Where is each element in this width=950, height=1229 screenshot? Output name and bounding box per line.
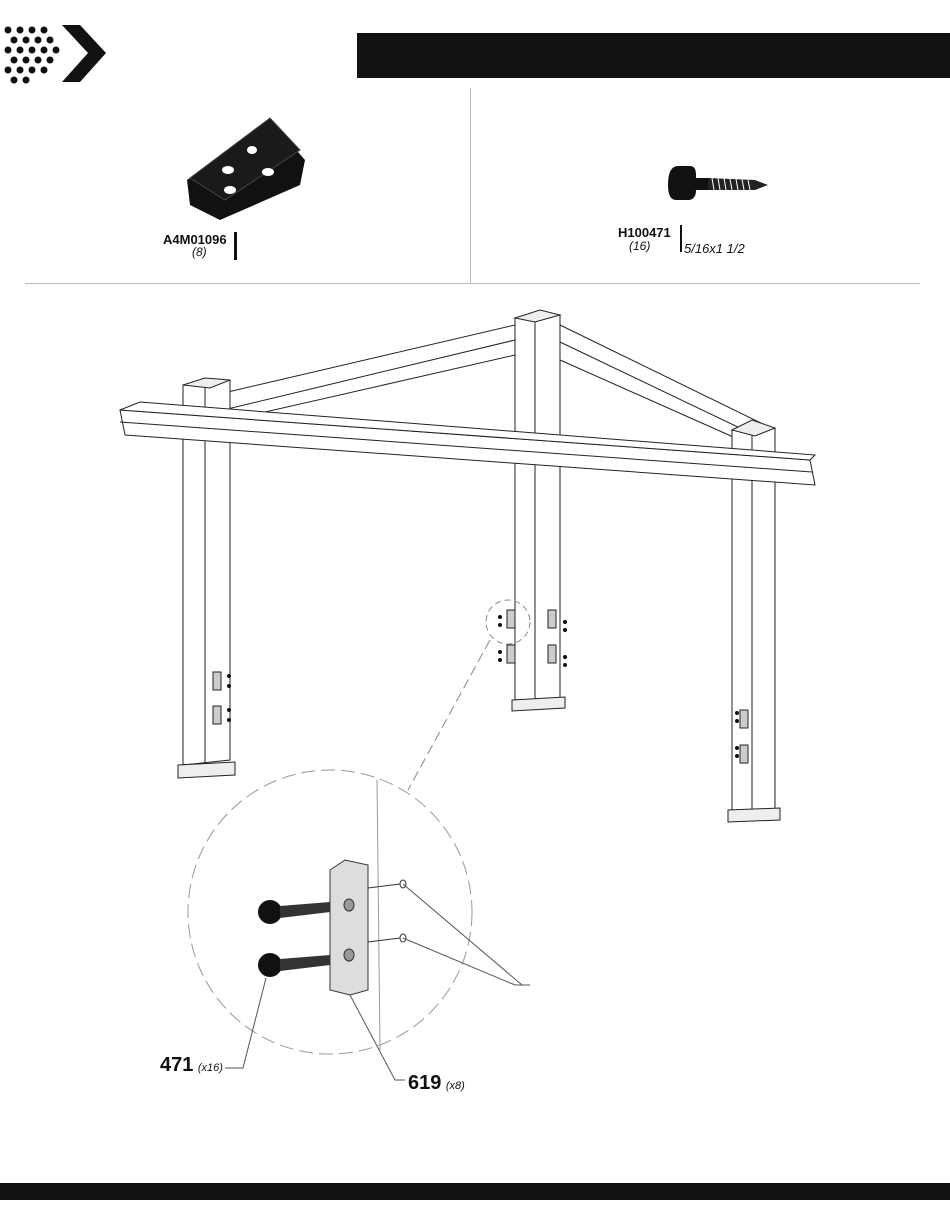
parts-divider (470, 88, 471, 283)
detail-view-circle (187, 769, 473, 1055)
part-quantity: (8) (192, 245, 207, 259)
callout-619: 619 (x8) (408, 1072, 465, 1095)
part-h100471: H100471 (16) 5/16x1 1/2 (610, 225, 770, 260)
label-bar (234, 232, 237, 260)
callout-number: 471 (160, 1054, 194, 1076)
brand-logo (0, 20, 110, 90)
frame-assembly-drawing (119, 309, 817, 1081)
part-size: 5/16x1 1/2 (684, 241, 745, 256)
angle-bracket-icon (187, 117, 305, 220)
part-number: H100471 (618, 225, 671, 240)
callout-quantity: (x8) (445, 1080, 465, 1092)
header-bar (357, 33, 950, 78)
footer-bar (0, 1183, 950, 1200)
callout-quantity: (x16) (197, 1062, 223, 1074)
chevron-dots-icon (4, 25, 106, 84)
part-quantity: (16) (629, 239, 651, 253)
callout-471: 471 (x16) (160, 1054, 223, 1077)
callout-number: 619 (408, 1072, 442, 1094)
section-divider (25, 283, 920, 284)
part-number: A4M01096 (163, 232, 227, 247)
bolt-icon (668, 166, 768, 200)
label-bar (680, 225, 682, 252)
